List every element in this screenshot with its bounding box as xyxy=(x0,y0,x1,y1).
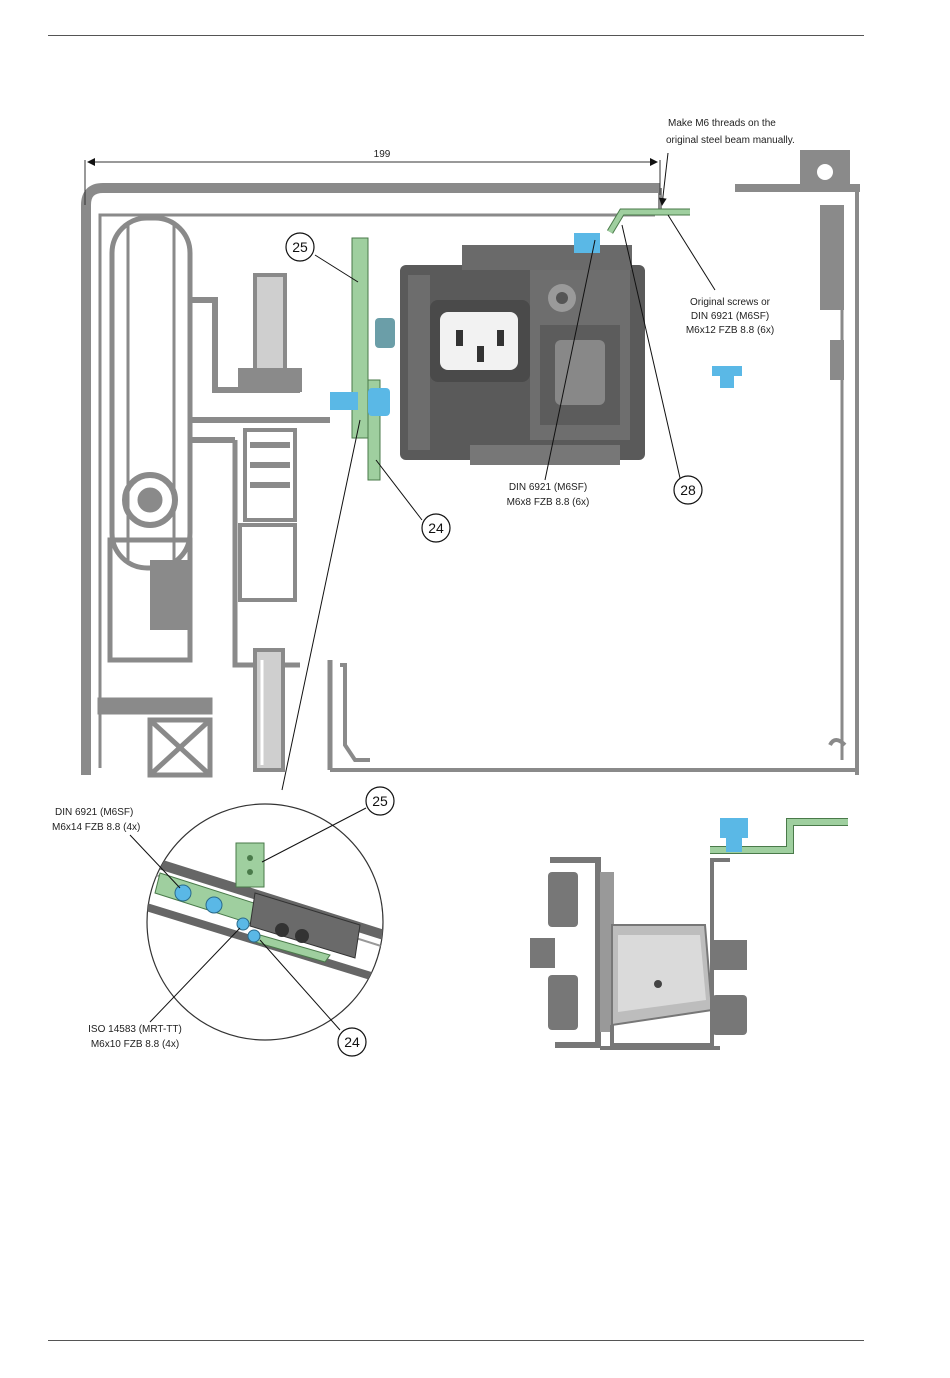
dimension-value: 199 xyxy=(374,149,391,160)
loose-screw xyxy=(712,366,742,388)
side-view xyxy=(530,818,848,1048)
note-threads: Make M6 threads on the original steel be… xyxy=(666,118,795,146)
note-din8-line1: DIN 6921 (M6SF) xyxy=(509,482,587,493)
note-threads-line2: original steel beam manually. xyxy=(666,135,795,146)
callout-24-detail-number: 24 xyxy=(344,1034,360,1050)
callout-25-detail: 25 xyxy=(366,787,394,815)
din-clip xyxy=(340,665,845,760)
note-din14-line2: M6x14 FZB 8.8 (4x) xyxy=(52,822,140,833)
note-original-screws: Original screws or DIN 6921 (M6SF) M6x12… xyxy=(686,297,774,336)
note-iso: ISO 14583 (MRT-TT) M6x10 FZB 8.8 (4x) xyxy=(88,1024,182,1050)
callout-28: 28 xyxy=(674,476,702,504)
note-din-m6x14: DIN 6921 (M6SF) M6x14 FZB 8.8 (4x) xyxy=(52,807,140,833)
note-iso-line1: ISO 14583 (MRT-TT) xyxy=(88,1024,182,1035)
bracket-28 xyxy=(610,212,690,232)
note-orig-line1: Original screws or xyxy=(690,297,771,308)
note-iso-line2: M6x10 FZB 8.8 (4x) xyxy=(91,1039,179,1050)
dimension-199: 199 xyxy=(85,149,660,205)
callout-25-top: 25 xyxy=(286,233,314,261)
lattice-support xyxy=(100,700,210,775)
note-din-m6x8: DIN 6921 (M6SF) M6x8 FZB 8.8 (6x) xyxy=(507,482,590,508)
detail-circle xyxy=(140,804,400,1040)
note-din14-line1: DIN 6921 (M6SF) xyxy=(55,807,133,818)
callout-28-number: 28 xyxy=(680,482,696,498)
callout-25-detail-number: 25 xyxy=(372,793,388,809)
spindle xyxy=(240,275,300,770)
callout-25-number: 25 xyxy=(292,239,308,255)
note-din8-line2: M6x8 FZB 8.8 (6x) xyxy=(507,497,590,508)
note-orig-line3: M6x12 FZB 8.8 (6x) xyxy=(686,325,774,336)
note-threads-line1: Make M6 threads on the xyxy=(668,118,776,129)
drive-unit xyxy=(400,245,645,465)
callout-24-number: 24 xyxy=(428,520,444,536)
note-orig-line2: DIN 6921 (M6SF) xyxy=(691,311,769,322)
callout-24-top: 24 xyxy=(422,514,450,542)
callout-24-detail: 24 xyxy=(338,1028,366,1056)
